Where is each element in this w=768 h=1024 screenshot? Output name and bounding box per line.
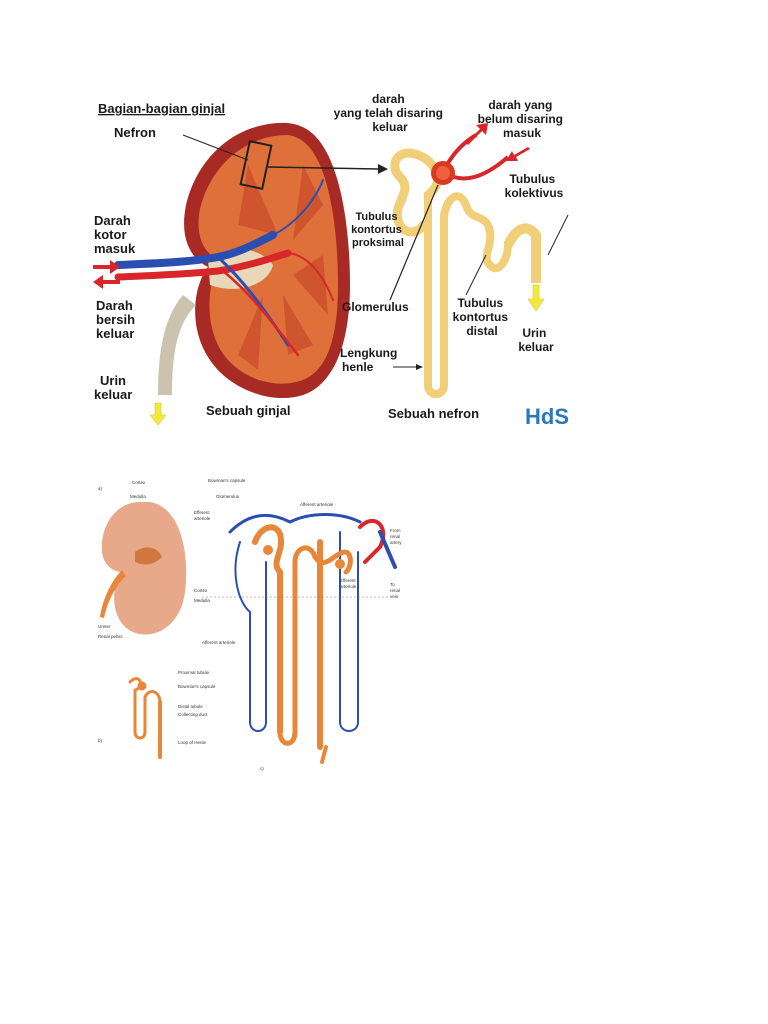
- panel-b-letter: b): [98, 738, 103, 743]
- ureter: [158, 295, 196, 395]
- kidney-a: [101, 502, 187, 635]
- label-ureter: Ureter: [98, 624, 111, 629]
- nephron-c: [228, 513, 397, 764]
- label-darah-kotor: Darah kotor masuk: [94, 213, 136, 256]
- label-tubulus-distal: Tubulus kontortus distal: [453, 296, 512, 338]
- renal-pyramids: [238, 165, 328, 370]
- arrow-darah-masuk: [506, 147, 530, 161]
- hds-watermark: HdS: [525, 404, 569, 429]
- label-tubulus-proksimal: Tubulus kontortus proksimal: [351, 211, 405, 249]
- label-glomerulus: Glomerulus: [342, 300, 409, 314]
- label-medulla: Medulla: [130, 494, 146, 499]
- label-nefron: Nefron: [114, 125, 156, 140]
- title-bagian-ginjal: Bagian-bagian ginjal: [98, 101, 225, 116]
- label-bowmans-capsule-top: Bowman's capsule: [208, 478, 246, 483]
- label-afferent-bottom: Afferent arteriole: [202, 640, 236, 645]
- label-darah-disaring: darah yang telah disaring keluar: [334, 92, 447, 134]
- label-lengkung-henle: Lengkung henle: [340, 346, 401, 374]
- ureter-a: [100, 570, 126, 618]
- blood-vessels: [114, 179, 334, 357]
- label-tubulus-kolektivus: Tubulus kolektivus: [505, 172, 564, 200]
- label-darah-belum: darah yang belum disaring masuk: [478, 98, 567, 140]
- label-glomerulus-c: Glomerulus: [216, 494, 240, 499]
- label-renal-pelvis: Renal pelvis: [98, 634, 123, 639]
- arrow-darah-keluar: [466, 123, 488, 145]
- label-sebuah-ginjal: Sebuah ginjal: [206, 403, 291, 418]
- label-distal-tubule: Distal tubule: [178, 704, 203, 709]
- figure-kidney-english: a) Cortex Medulla Ureter Renal pelvis Bo…: [90, 472, 430, 772]
- nephron-illustration: [390, 133, 541, 398]
- label-cortex-c: Cortex: [194, 588, 208, 593]
- leader-nefron: [182, 134, 249, 161]
- leader-to-nefron: [267, 166, 379, 170]
- label-urin-kanan: Urin keluar: [518, 326, 554, 354]
- nephron-b: [128, 677, 162, 759]
- kidney-diagram-svg: Bagian-bagian ginjal Nefron Darah kotor …: [93, 92, 569, 429]
- arrow-darah-kotor: [93, 260, 120, 274]
- label-afferent-top: Afferent arteriole: [300, 502, 334, 507]
- figure-kidney-indonesian: Bagian-bagian ginjal Nefron Darah kotor …: [88, 85, 588, 435]
- label-medulla-c: Medulla: [194, 598, 210, 603]
- nephron-detail-svg: a) Cortex Medulla Ureter Renal pelvis Bo…: [98, 478, 402, 771]
- label-urin-kiri: Urin keluar: [94, 373, 132, 402]
- label-sebuah-nefron: Sebuah nefron: [388, 406, 479, 421]
- arrow-urin-left: [149, 402, 167, 426]
- label-loop-of-henle: Loop of Henle: [178, 740, 207, 745]
- label-cortex: Cortex: [132, 480, 146, 485]
- label-darah-bersih: Darah bersih keluar: [96, 298, 139, 341]
- label-bowmans-capsule-b: Bowman's capsule: [178, 684, 216, 689]
- arrow-urin-right: [527, 284, 545, 312]
- panel-c-letter: c): [260, 766, 264, 771]
- arrow-darah-bersih: [93, 275, 120, 289]
- label-collecting-duct: Collecting duct: [178, 712, 208, 717]
- panel-a-letter: a): [98, 486, 103, 491]
- label-proximal-tubule: Proximal tubule: [178, 670, 210, 675]
- nefron-box: [239, 140, 273, 190]
